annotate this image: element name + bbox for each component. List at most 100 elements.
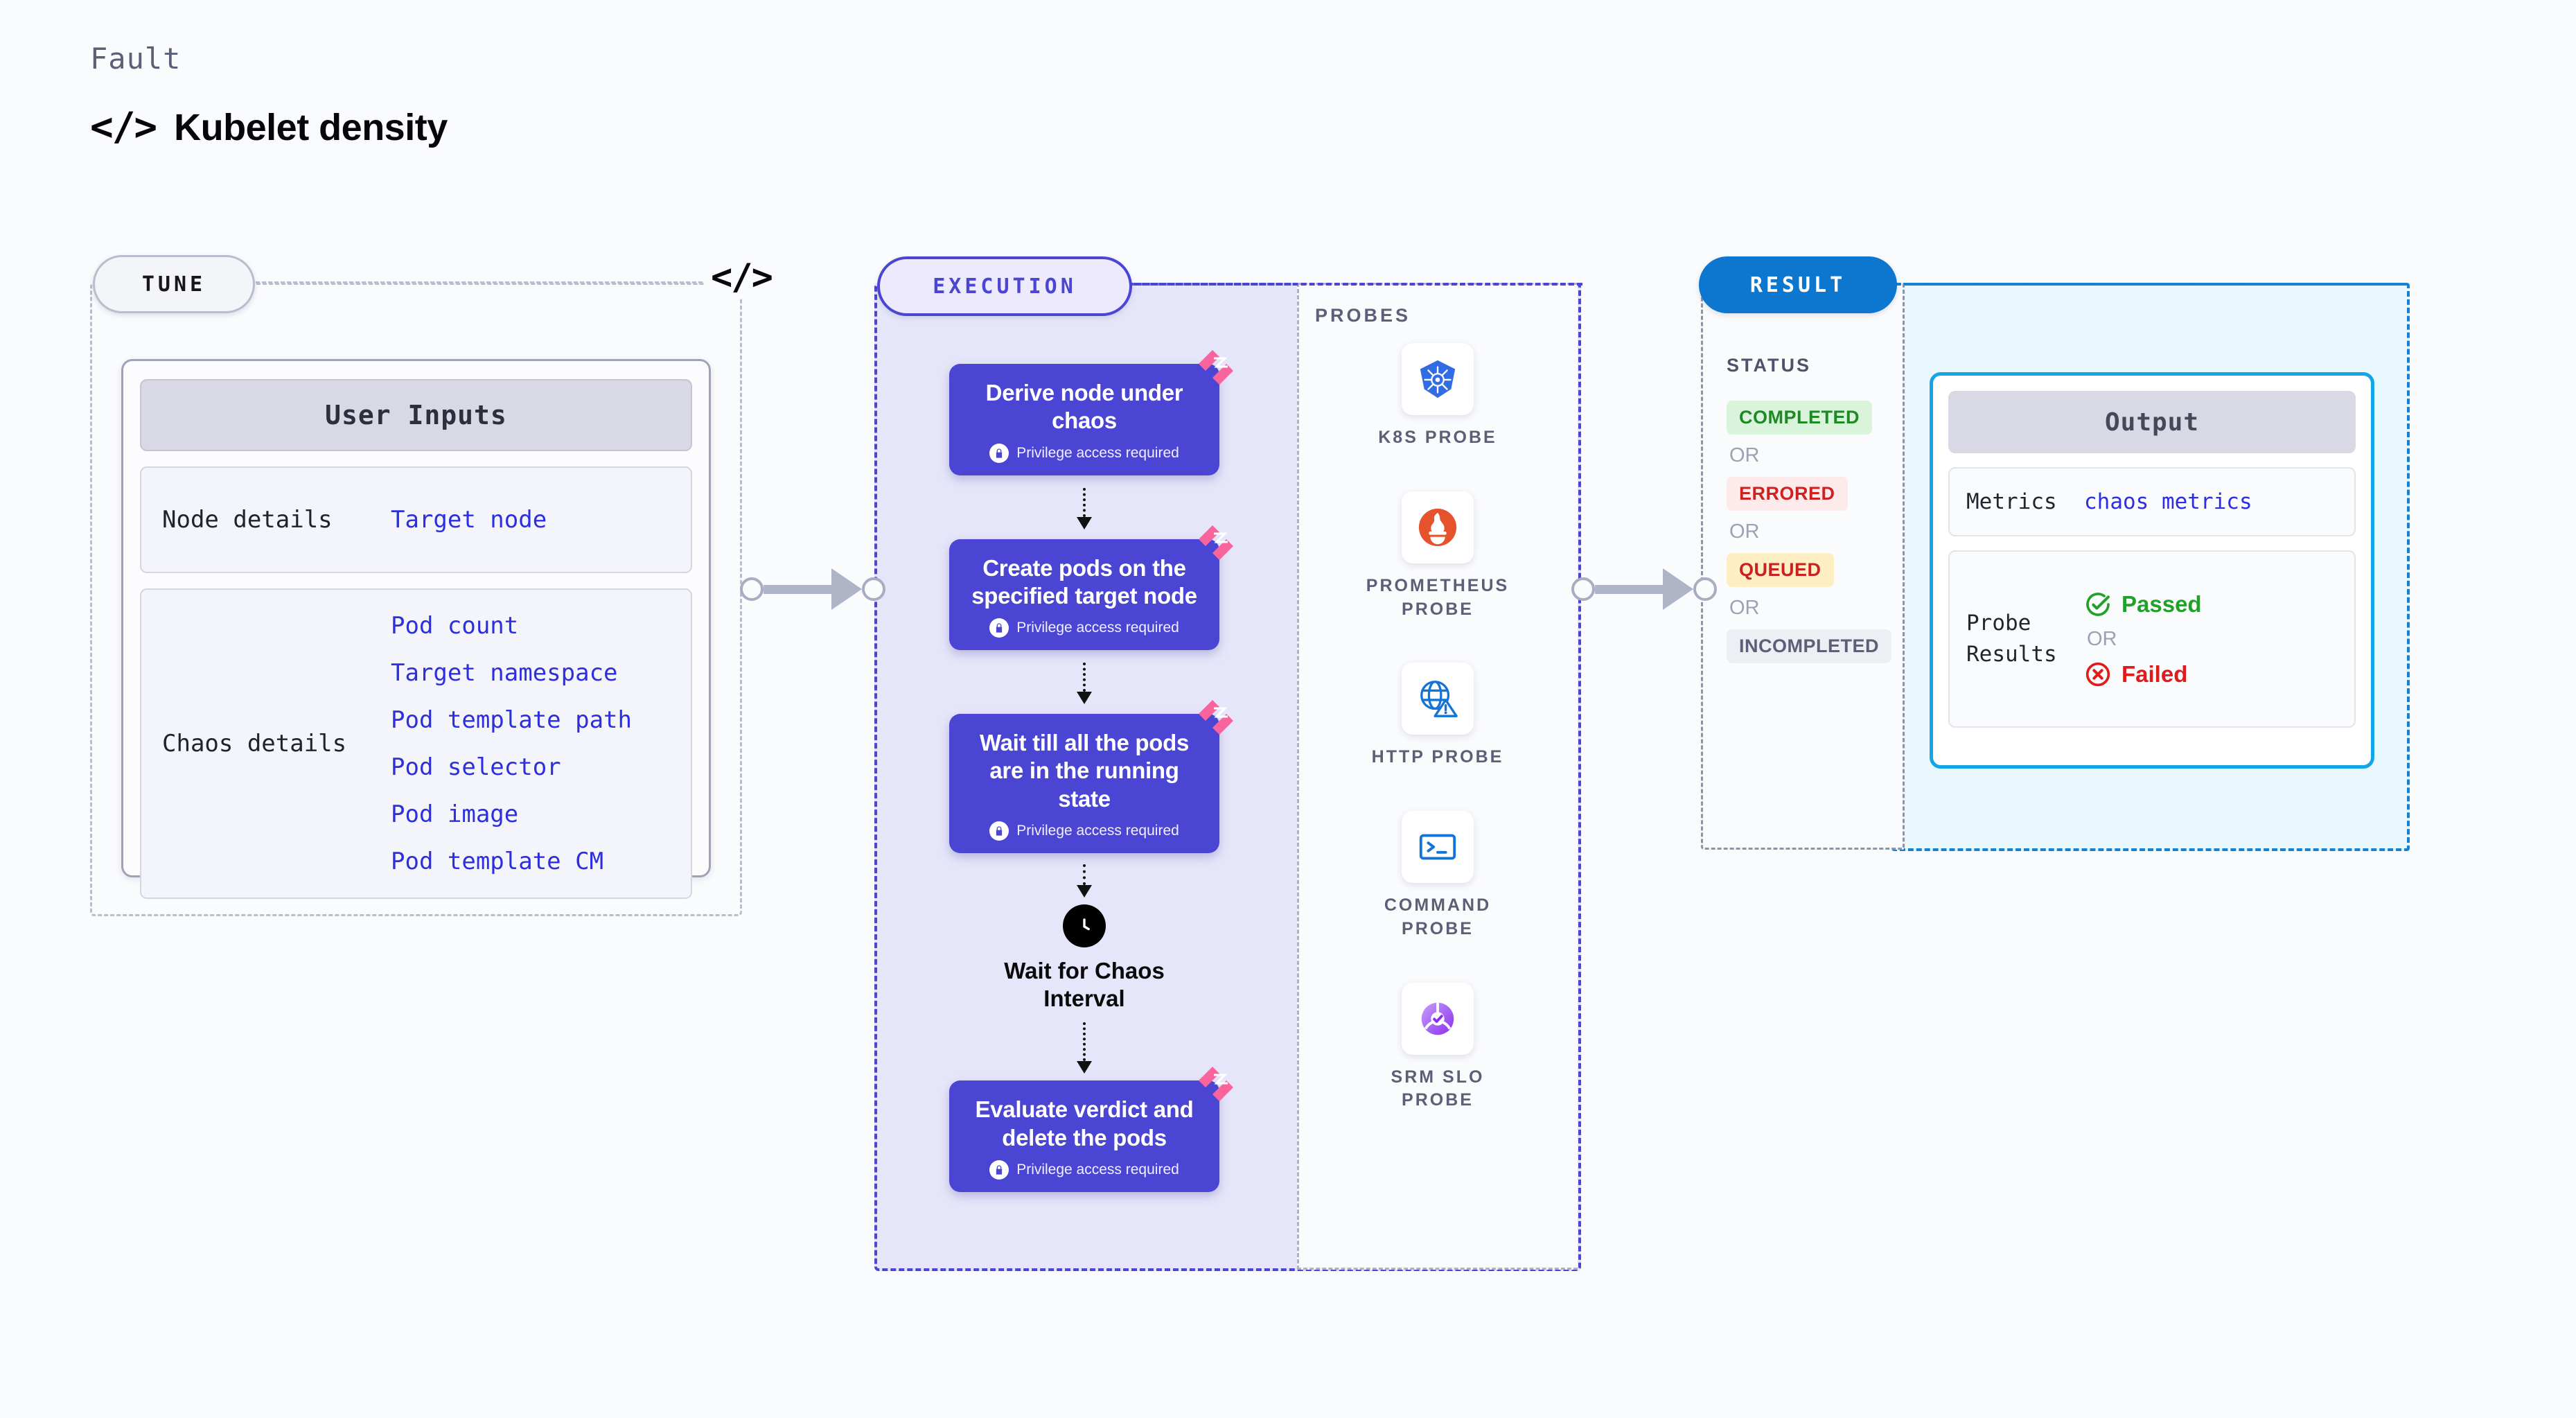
flow-arrow-line — [1083, 1022, 1086, 1062]
flow-arrowhead-icon — [1077, 1061, 1092, 1074]
privilege-note: Privilege access required — [967, 618, 1201, 638]
connector-end-dot — [862, 577, 885, 601]
result-dashed-top-line — [1896, 283, 2406, 286]
lock-icon — [989, 1159, 1009, 1180]
probe-results-values: Passed OR Failed — [2084, 590, 2202, 688]
output-row-metrics: Metrics chaos metrics — [1948, 467, 2356, 536]
privilege-note-text: Privilege access required — [1016, 822, 1179, 839]
eyebrow-label: Fault — [90, 42, 182, 76]
connector-line — [1595, 584, 1663, 594]
input-pod-template-path[interactable]: Pod template path — [391, 706, 632, 734]
status-badge-list: COMPLETED OR ERRORED OR QUEUED OR INCOMP… — [1727, 401, 1893, 663]
output-card: Output Metrics chaos metrics Probe Resul… — [1930, 372, 2374, 769]
probe-item-srm-slo[interactable]: SRM SLO PROBE — [1358, 982, 1517, 1113]
terminal-icon — [1402, 811, 1474, 883]
input-target-namespace[interactable]: Target namespace — [391, 659, 618, 687]
output-row-probe-results: Probe Results Passed OR Failed — [1948, 550, 2356, 728]
probe-label: PROMETHEUS PROBE — [1366, 575, 1510, 619]
flow-arrow-3 — [949, 864, 1219, 898]
flow-node-title: Evaluate verdict and delete the pods — [975, 1096, 1194, 1150]
probe-item-prometheus[interactable]: PROMETHEUS PROBE — [1358, 491, 1517, 622]
passed-label: Passed — [2121, 590, 2202, 617]
flow-node-evaluate-verdict[interactable]: Evaluate verdict and delete the pods Pri… — [949, 1067, 1233, 1192]
code-icon: </> — [90, 105, 157, 150]
page-header: Fault </> Kubelet density — [90, 42, 448, 150]
chaos-ribbon-icon — [1199, 350, 1233, 385]
status-badge: COMPLETED — [1727, 401, 1873, 435]
table-row: Node details Target node — [140, 466, 692, 573]
connector-tune-to-execution — [740, 568, 885, 610]
connector-execution-to-result — [1571, 568, 1717, 610]
connector-start-dot — [740, 577, 764, 601]
probe-item-k8s[interactable]: K8S PROBE — [1358, 343, 1517, 450]
flow-arrow-1 — [949, 487, 1219, 529]
clock-icon — [1063, 904, 1106, 947]
status-badge: QUEUED — [1727, 553, 1834, 587]
probes-section-label: PROBES — [1315, 305, 1411, 326]
code-icon-marker: </> — [704, 256, 779, 298]
lock-icon — [989, 618, 1009, 638]
chaos-details-key: Chaos details — [162, 729, 347, 758]
privilege-note: Privilege access required — [967, 443, 1201, 463]
connector-end-dot — [1693, 577, 1717, 601]
flow-node-title: Derive node under chaos — [985, 380, 1183, 434]
flow-node-derive-node[interactable]: Derive node under chaos Privilege access… — [949, 350, 1233, 475]
connector-start-dot — [1571, 577, 1595, 601]
flow-arrow-line — [1083, 663, 1086, 692]
fault-title-text: Kubelet density — [174, 106, 448, 148]
chaos-details-values: Pod count Target namespace Pod template … — [391, 612, 632, 875]
privilege-note: Privilege access required — [967, 821, 1201, 841]
input-pod-template-cm[interactable]: Pod template CM — [391, 848, 604, 875]
or-separator: OR — [1729, 444, 1760, 466]
status-section-label: STATUS — [1727, 355, 1811, 376]
result-stage-pill[interactable]: RESULT — [1699, 256, 1897, 313]
privilege-note: Privilege access required — [967, 1159, 1201, 1180]
flow-step-wait-interval: Wait for Chaos Interval — [949, 904, 1219, 1013]
probe-item-http[interactable]: HTTP PROBE — [1358, 663, 1517, 769]
or-separator: OR — [1729, 597, 1760, 619]
x-circle-icon — [2085, 662, 2110, 686]
user-inputs-card: User Inputs Node details Target node Cha… — [121, 359, 711, 899]
node-details-key: Node details — [162, 505, 333, 534]
tune-stage-pill[interactable]: TUNE — [93, 255, 255, 313]
node-details-values: Target node — [391, 506, 547, 534]
privilege-note-text: Privilege access required — [1016, 1161, 1179, 1178]
probe-item-command[interactable]: COMMAND PROBE — [1358, 811, 1517, 941]
probes-subpanel — [1297, 283, 1578, 1270]
privilege-note-text: Privilege access required — [1016, 620, 1179, 636]
output-title: Output — [1948, 391, 2356, 453]
tune-section-panel — [90, 283, 742, 916]
flow-node-create-pods[interactable]: Create pods on the specified target node… — [949, 525, 1233, 650]
probe-label: K8S PROBE — [1378, 428, 1497, 447]
input-pod-selector[interactable]: Pod selector — [391, 753, 561, 781]
execution-stage-pill[interactable]: EXECUTION — [877, 256, 1132, 316]
or-separator: OR — [1729, 520, 1760, 543]
probe-label: HTTP PROBE — [1371, 747, 1504, 767]
wait-interval-label: Wait for Chaos Interval — [1004, 957, 1165, 1011]
page-title: </> Kubelet density — [90, 105, 448, 150]
probe-result-passed: Passed — [2084, 590, 2202, 618]
check-circle-icon — [2086, 592, 2110, 616]
flow-arrow-2 — [949, 663, 1219, 704]
tune-dashed-connector-line — [249, 281, 727, 283]
flow-node-title: Create pods on the specified target node — [971, 554, 1197, 609]
input-pod-count[interactable]: Pod count — [391, 612, 519, 640]
probe-label: COMMAND PROBE — [1384, 895, 1492, 938]
connector-line — [764, 584, 831, 594]
user-inputs-title: User Inputs — [140, 379, 692, 451]
probe-label: SRM SLO PROBE — [1391, 1067, 1485, 1110]
failed-label: Failed — [2121, 660, 2188, 687]
privilege-note-text: Privilege access required — [1016, 444, 1179, 461]
probe-results-key: Probe Results — [1966, 611, 2057, 667]
input-pod-image[interactable]: Pod image — [391, 800, 519, 828]
probe-result-failed: Failed — [2084, 660, 2202, 688]
input-target-node[interactable]: Target node — [391, 506, 547, 534]
status-badge: INCOMPLETED — [1727, 629, 1892, 663]
flow-node-wait-pods-running[interactable]: Wait till all the pods are in the runnin… — [949, 700, 1233, 853]
flow-arrow-4 — [949, 1022, 1219, 1074]
table-row: Chaos details Pod count Target namespace… — [140, 588, 692, 899]
lock-icon — [989, 443, 1009, 463]
chaos-ribbon-icon — [1199, 1067, 1233, 1102]
status-badge: ERRORED — [1727, 477, 1848, 511]
metrics-value[interactable]: chaos metrics — [2084, 489, 2252, 514]
